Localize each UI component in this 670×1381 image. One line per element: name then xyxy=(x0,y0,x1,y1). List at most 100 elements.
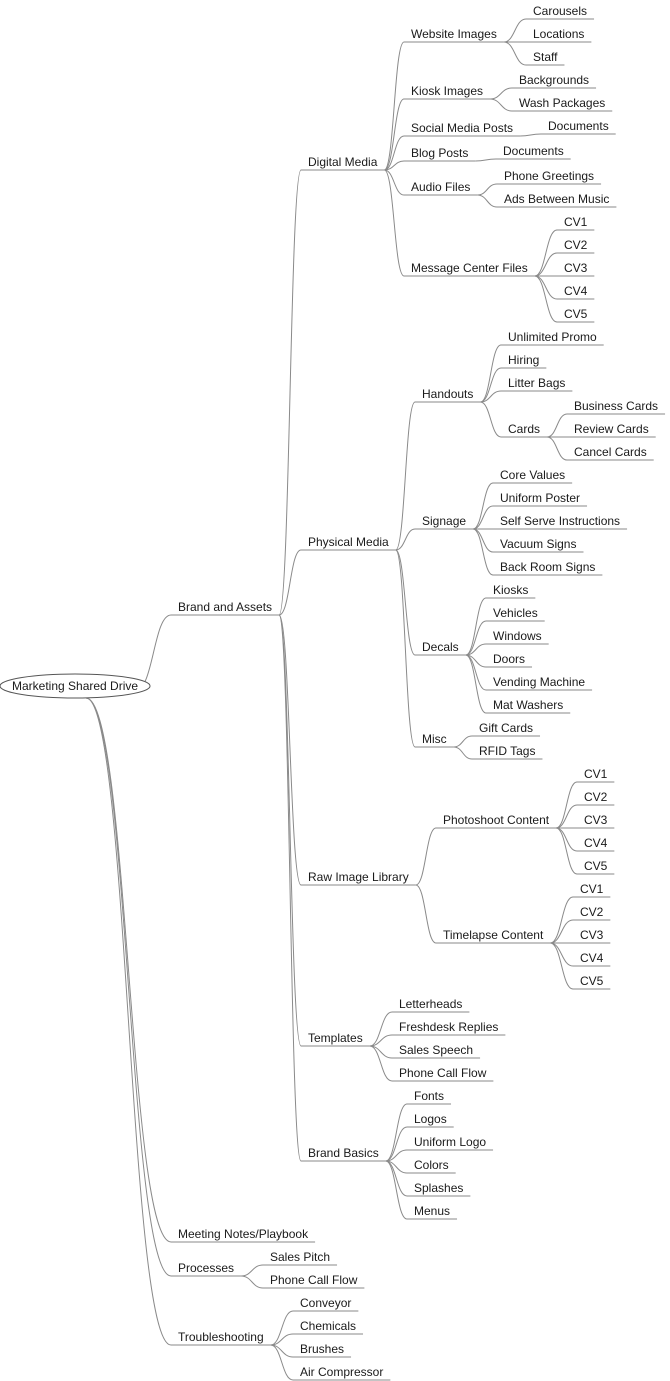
node-core-values[interactable]: Core Values xyxy=(493,468,573,484)
node-label: Troubleshooting xyxy=(178,1330,264,1344)
node-label: Chemicals xyxy=(300,1319,356,1333)
edge-letterheads xyxy=(369,1011,393,1047)
node-photoshoot-content[interactable]: Photoshoot Content xyxy=(436,813,557,829)
node-splashes[interactable]: Splashes xyxy=(407,1181,471,1197)
node-sales-speech[interactable]: Sales Speech xyxy=(392,1043,481,1059)
node-meeting-notes-playbook[interactable]: Meeting Notes/Playbook xyxy=(171,1227,316,1243)
node-cv3[interactable]: CV3 xyxy=(573,928,611,944)
node-documents[interactable]: Documents xyxy=(541,119,616,135)
node-blog-posts[interactable]: Blog Posts xyxy=(404,146,476,162)
node-digital-media[interactable]: Digital Media xyxy=(301,155,385,171)
edge-layer xyxy=(85,18,578,1381)
node-cv1[interactable]: CV1 xyxy=(557,215,595,231)
node-freshdesk-replies[interactable]: Freshdesk Replies xyxy=(392,1020,506,1036)
node-menus[interactable]: Menus xyxy=(407,1204,458,1220)
node-windows[interactable]: Windows xyxy=(486,629,549,645)
node-cv2[interactable]: CV2 xyxy=(557,238,595,254)
node-decals[interactable]: Decals xyxy=(415,640,466,656)
node-conveyor[interactable]: Conveyor xyxy=(293,1296,359,1312)
node-cancel-cards[interactable]: Cancel Cards xyxy=(567,445,654,461)
node-sales-pitch[interactable]: Sales Pitch xyxy=(263,1250,338,1266)
node-label: Vacuum Signs xyxy=(500,537,576,551)
edge-wash-packages xyxy=(489,98,513,112)
node-business-cards[interactable]: Business Cards xyxy=(567,399,666,415)
node-physical-media[interactable]: Physical Media xyxy=(301,535,396,551)
node-staff[interactable]: Staff xyxy=(526,50,565,66)
node-label: Marketing Shared Drive xyxy=(12,679,138,693)
node-brand-and-assets[interactable]: Brand and Assets xyxy=(171,600,280,616)
node-letterheads[interactable]: Letterheads xyxy=(392,997,470,1013)
node-uniform-logo[interactable]: Uniform Logo xyxy=(407,1135,494,1151)
node-vending-machine[interactable]: Vending Machine xyxy=(486,675,593,691)
node-cv3[interactable]: CV3 xyxy=(577,813,615,829)
node-kiosk-images[interactable]: Kiosk Images xyxy=(404,84,491,100)
node-vacuum-signs[interactable]: Vacuum Signs xyxy=(493,537,584,553)
node-brand-basics[interactable]: Brand Basics xyxy=(301,1146,386,1162)
node-gift-cards[interactable]: Gift Cards xyxy=(472,721,541,737)
node-chemicals[interactable]: Chemicals xyxy=(293,1319,364,1335)
node-rfid-tags[interactable]: RFID Tags xyxy=(472,744,543,760)
node-uniform-poster[interactable]: Uniform Poster xyxy=(493,491,588,507)
node-audio-files[interactable]: Audio Files xyxy=(404,180,478,196)
node-cv5[interactable]: CV5 xyxy=(573,974,611,990)
node-raw-image-library[interactable]: Raw Image Library xyxy=(301,870,416,886)
node-label: Audio Files xyxy=(411,180,470,194)
node-carousels[interactable]: Carousels xyxy=(526,4,595,20)
node-vehicles[interactable]: Vehicles xyxy=(486,606,545,622)
node-colors[interactable]: Colors xyxy=(407,1158,456,1174)
node-website-images[interactable]: Website Images xyxy=(404,27,504,43)
node-backgrounds[interactable]: Backgrounds xyxy=(512,73,597,89)
node-cv5[interactable]: CV5 xyxy=(557,307,595,323)
node-brushes[interactable]: Brushes xyxy=(293,1342,352,1358)
edge-cv4 xyxy=(550,942,574,967)
node-litter-bags[interactable]: Litter Bags xyxy=(501,376,573,392)
node-documents[interactable]: Documents xyxy=(496,144,571,160)
node-label: Decals xyxy=(422,640,459,654)
node-cv1[interactable]: CV1 xyxy=(573,882,611,898)
node-troubleshooting[interactable]: Troubleshooting xyxy=(171,1330,271,1346)
node-phone-call-flow[interactable]: Phone Call Flow xyxy=(263,1273,365,1289)
node-templates[interactable]: Templates xyxy=(301,1031,370,1047)
node-cv4[interactable]: CV4 xyxy=(557,284,595,300)
node-unlimited-promo[interactable]: Unlimited Promo xyxy=(501,330,604,346)
node-marketing-shared-drive[interactable]: Marketing Shared Drive xyxy=(0,673,151,699)
node-locations[interactable]: Locations xyxy=(526,27,592,43)
node-mat-washers[interactable]: Mat Washers xyxy=(486,698,571,714)
node-logos[interactable]: Logos xyxy=(407,1112,454,1128)
node-self-serve-instructions[interactable]: Self Serve Instructions xyxy=(493,514,628,530)
node-phone-greetings[interactable]: Phone Greetings xyxy=(497,169,602,185)
edge-cv2 xyxy=(534,252,558,277)
node-label: Mat Washers xyxy=(493,698,563,712)
node-misc[interactable]: Misc xyxy=(415,732,454,748)
node-back-room-signs[interactable]: Back Room Signs xyxy=(493,560,603,576)
node-doors[interactable]: Doors xyxy=(486,652,533,668)
node-ads-between-music[interactable]: Ads Between Music xyxy=(497,192,617,208)
node-processes[interactable]: Processes xyxy=(171,1261,242,1277)
node-wash-packages[interactable]: Wash Packages xyxy=(512,96,613,112)
node-kiosks[interactable]: Kiosks xyxy=(486,583,536,599)
node-message-center-files[interactable]: Message Center Files xyxy=(404,261,535,277)
node-cv2[interactable]: CV2 xyxy=(577,790,615,806)
node-phone-call-flow[interactable]: Phone Call Flow xyxy=(392,1066,494,1082)
edge-brand-and-assets xyxy=(135,614,172,691)
node-timelapse-content[interactable]: Timelapse Content xyxy=(436,928,551,944)
node-hiring[interactable]: Hiring xyxy=(501,353,547,369)
node-social-media-posts[interactable]: Social Media Posts xyxy=(404,121,521,137)
node-label: Misc xyxy=(422,732,447,746)
node-handouts[interactable]: Handouts xyxy=(415,387,481,403)
node-label: CV4 xyxy=(584,836,608,850)
node-cv5[interactable]: CV5 xyxy=(577,859,615,875)
node-review-cards[interactable]: Review Cards xyxy=(567,422,656,438)
node-cv3[interactable]: CV3 xyxy=(557,261,595,277)
node-signage[interactable]: Signage xyxy=(415,514,474,530)
node-air-compressor[interactable]: Air Compressor xyxy=(293,1365,391,1381)
node-cv1[interactable]: CV1 xyxy=(577,767,615,783)
node-cv4[interactable]: CV4 xyxy=(573,951,611,967)
node-fonts[interactable]: Fonts xyxy=(407,1089,452,1105)
node-label: Vehicles xyxy=(493,606,538,620)
node-cards[interactable]: Cards xyxy=(501,422,548,438)
node-cv2[interactable]: CV2 xyxy=(573,905,611,921)
node-label: Digital Media xyxy=(308,155,378,169)
node-cv4[interactable]: CV4 xyxy=(577,836,615,852)
node-label: Uniform Poster xyxy=(500,491,580,505)
